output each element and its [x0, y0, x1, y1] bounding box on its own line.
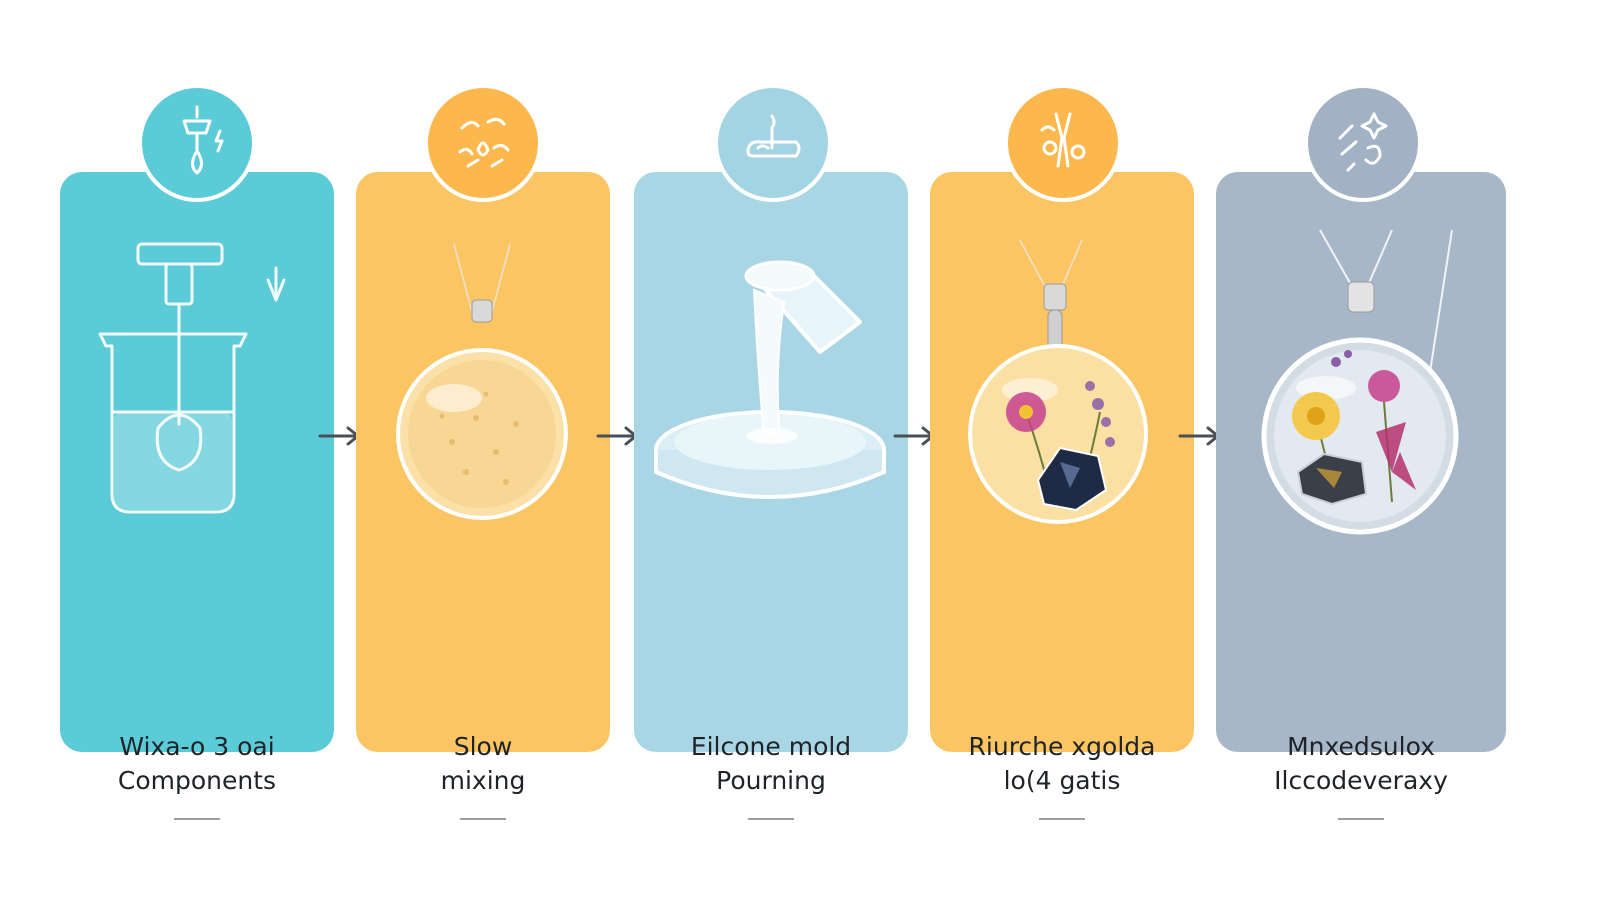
- step-card-1: Wixa-o 3 oai Components: [60, 172, 334, 900]
- step-badge-2: [424, 84, 542, 202]
- flower-stone-pendant-illustration: [968, 239, 1148, 524]
- step-divider-5: [1338, 818, 1384, 820]
- step-card-2: Slow mixing: [356, 172, 610, 903]
- step-divider-1: [174, 818, 220, 820]
- mold-icon: [746, 114, 801, 158]
- frame-icon: [1032, 850, 1092, 898]
- step-badge-1: [138, 84, 256, 202]
- finished-pendant-illustration: [1261, 229, 1459, 535]
- step-divider-4: [1039, 818, 1085, 820]
- dropper-icon: [182, 105, 224, 175]
- step-card-4: Riurche xgolda lo(4 gatis: [930, 172, 1194, 898]
- envelope-icon: [1327, 850, 1395, 900]
- step-badge-5: [1304, 84, 1422, 202]
- step-title-3: Eilcone mold Pourning: [690, 732, 852, 795]
- pouring-cup-mold-illustration: [654, 260, 886, 499]
- step-card-3: Eilcone mold Pourning: [634, 172, 908, 902]
- smile-circle-icon: [454, 845, 512, 903]
- step-divider-3: [748, 818, 794, 820]
- step-divider-2: [460, 818, 506, 820]
- sparkle-icon: [1338, 112, 1388, 172]
- leaves-icon: [458, 117, 510, 168]
- beaker-stirrer-illustration: [98, 242, 286, 514]
- container-icon: [741, 848, 803, 902]
- step-badge-4: [1004, 84, 1122, 202]
- step-title-1: Wixa-o 3 oai Components: [117, 732, 277, 795]
- step-title-2: Slow mixing: [440, 732, 526, 795]
- tweezers-icon: [1040, 112, 1086, 168]
- step-card-5: Mnxedsulox Ilccodeveraxy: [1216, 172, 1506, 900]
- clear-resin-pendant-illustration: [396, 243, 568, 520]
- step-title-4: Riurche xgolda lo(4 gatis: [968, 732, 1156, 795]
- bottle-icon: [175, 840, 221, 900]
- step-title-5: Mnxedsulox Ilccodeveraxy: [1274, 732, 1448, 795]
- step-badge-3: [714, 84, 832, 202]
